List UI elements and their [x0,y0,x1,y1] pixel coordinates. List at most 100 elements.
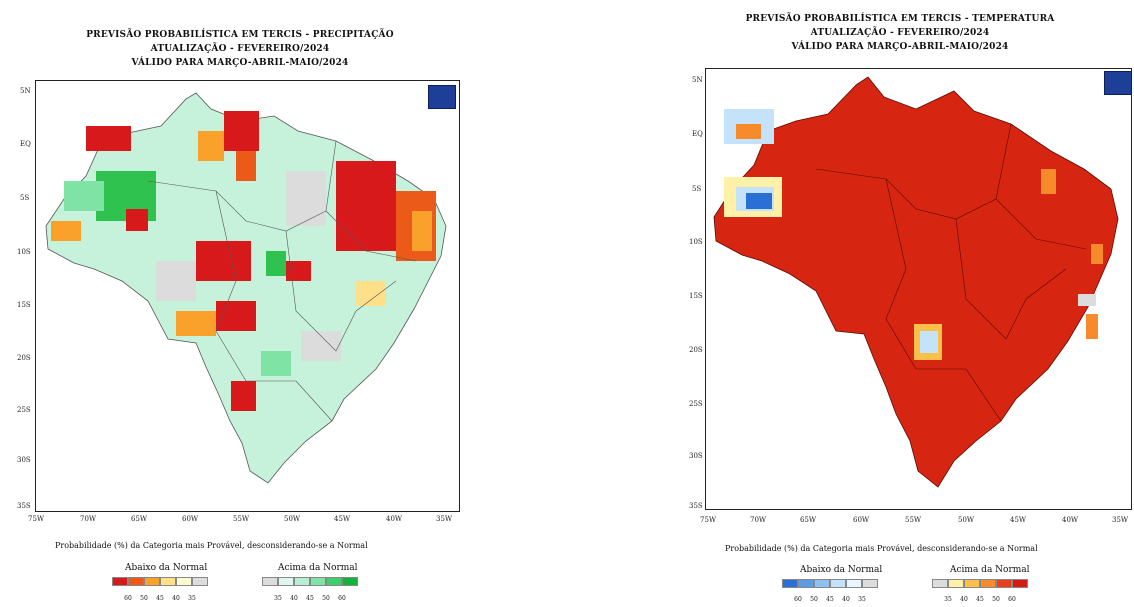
title-line-2: ATUALIZAÇÃO - FEVEREIRO/2024 [810,28,990,38]
legend-value: 40 [842,596,850,603]
y-tick: 5N [692,76,703,84]
legend-above-swatches [932,579,1028,588]
legend-swatch [128,577,144,586]
cptec-logo [1104,71,1132,95]
legend-swatch [814,579,830,588]
y-tick: 5N [20,87,31,95]
x-tick: 55W [905,516,922,524]
y-tick: 20S [689,346,703,354]
x-tick: 55W [233,515,250,523]
title-line-2: ATUALIZAÇÃO - FEVEREIRO/2024 [150,44,330,54]
x-tick: 50W [284,515,301,523]
y-tick: 25S [17,406,31,414]
legend-below-label: Abaixo da Normal [125,563,208,573]
precipitation-map [45,92,447,484]
precip-blocks [51,111,436,411]
legend-value: 60 [124,595,132,602]
legend-swatch [996,579,1012,588]
y-tick: 15S [17,301,31,309]
legend-value: 40 [172,595,180,602]
precipitation-map-panel: PREVISÃO PROBABILÍSTICA EM TERCIS - PREC… [0,0,520,607]
x-tick: 50W [958,516,975,524]
y-tick: 35S [17,502,31,510]
map-frame [35,80,460,512]
title-line-3: VÁLIDO PARA MARÇO-ABRIL-MAIO/2024 [791,42,1009,52]
legend-swatch [262,577,278,586]
legend-swatch [342,577,358,586]
y-tick: EQ [20,140,31,148]
x-tick: 35W [1112,516,1129,524]
legend-swatch [278,577,294,586]
x-tick: 60W [182,515,199,523]
legend-value: 45 [156,595,164,602]
legend-swatch [862,579,878,588]
legend-swatch [830,579,846,588]
brazil-land [713,76,1119,488]
y-tick: 5S [20,194,30,202]
legend-value: 60 [338,595,346,602]
cptec-logo [428,85,456,109]
legend-swatch [294,577,310,586]
legend-swatch [1012,579,1028,588]
legend-swatch [192,577,208,586]
x-tick: 35W [436,515,453,523]
y-tick: 15S [689,292,703,300]
state-borders [815,123,1087,422]
title-line-1: PREVISÃO PROBABILÍSTICA EM TERCIS - PREC… [86,30,394,40]
legend-value: 35 [944,596,952,603]
temp-blocks [724,109,1103,360]
y-tick: EQ [692,130,703,138]
temperature-map-panel: PREVISÃO PROBABILÍSTICA EM TERCIS - TEMP… [650,0,1134,607]
x-tick: 65W [800,516,817,524]
legend-swatch [144,577,160,586]
y-tick: 5S [692,185,702,193]
legend-value: 45 [306,595,314,602]
legend-value: 50 [322,595,330,602]
x-tick: 70W [750,516,767,524]
legend-below-swatches [782,579,878,588]
map-caption: Probabilidade (%) da Categoria mais Prov… [725,544,1038,553]
legend-value: 45 [826,596,834,603]
y-tick: 25S [689,400,703,408]
x-tick: 60W [853,516,870,524]
title-line-3: VÁLIDO PARA MARÇO-ABRIL-MAIO/2024 [131,58,349,68]
legend-swatch [176,577,192,586]
y-tick: 30S [17,456,31,464]
map-title: PREVISÃO PROBABILÍSTICA EM TERCIS - PREC… [40,28,440,70]
state-borders [147,140,417,422]
y-tick: 10S [17,248,31,256]
map-frame [705,68,1132,510]
map-caption: Probabilidade (%) da Categoria mais Prov… [55,541,368,550]
legend-swatch [964,579,980,588]
x-tick: 45W [1010,516,1027,524]
y-tick: 30S [689,452,703,460]
legend-swatch [948,579,964,588]
legend-below-label: Abaixo da Normal [800,565,883,575]
legend-value: 35 [858,596,866,603]
x-tick: 40W [386,515,403,523]
legend-value: 35 [188,595,196,602]
x-tick: 75W [700,516,717,524]
map-title: PREVISÃO PROBABILÍSTICA EM TERCIS - TEMP… [690,12,1110,54]
legend-swatch [782,579,798,588]
title-line-1: PREVISÃO PROBABILÍSTICA EM TERCIS - TEMP… [745,14,1055,24]
legend-swatch [798,579,814,588]
legend-swatch [932,579,948,588]
y-tick: 20S [17,354,31,362]
legend-above-label: Acima da Normal [950,565,1030,575]
temperature-map [713,76,1119,488]
legend-value: 60 [1008,596,1016,603]
legend-below-swatches [112,577,208,586]
legend-value: 40 [290,595,298,602]
legend-swatch [846,579,862,588]
x-tick: 45W [334,515,351,523]
y-tick: 35S [689,502,703,510]
legend-swatch [160,577,176,586]
legend-value: 50 [810,596,818,603]
legend-value: 35 [274,595,282,602]
x-tick: 40W [1062,516,1079,524]
x-tick: 65W [131,515,148,523]
legend-value: 40 [960,596,968,603]
legend-swatch [310,577,326,586]
x-tick: 70W [80,515,97,523]
